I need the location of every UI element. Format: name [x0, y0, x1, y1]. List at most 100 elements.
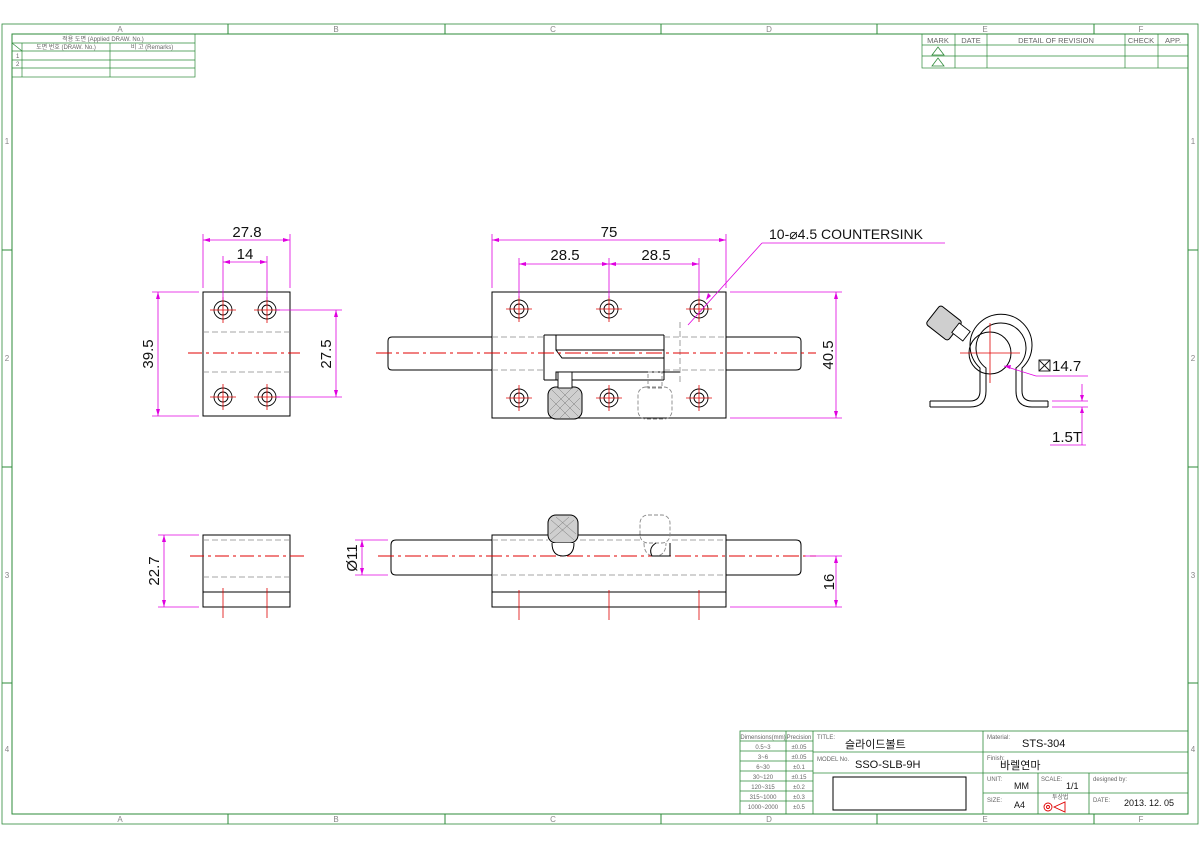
dim-end-hole-pitch: 14	[237, 246, 254, 263]
bottom-end-view: 22.7	[146, 534, 306, 618]
tolerance-value: ±0.5	[793, 805, 805, 811]
designed-by-label: designed by:	[1093, 777, 1127, 783]
zone-col-d: D	[766, 25, 772, 34]
applied-table-row-2: 2	[16, 62, 20, 68]
tolerance-value: ±0.1	[793, 765, 805, 771]
model-number: SSO-SLB-9H	[855, 759, 920, 771]
zone-col-f: F	[1139, 25, 1144, 34]
projection-symbol-icon	[1043, 801, 1066, 813]
finish-value: 바렐연마	[1000, 759, 1040, 772]
tolerance-range: 120~315	[751, 785, 775, 791]
zone-row-4-right: 4	[1191, 745, 1196, 754]
dim-end-width: 27.8	[232, 224, 261, 241]
tolerance-value: ±0.05	[792, 745, 808, 751]
zone-col-e-bottom: E	[982, 815, 987, 824]
side-view: 14.7 1.5T	[926, 305, 1088, 446]
zone-row-2: 2	[5, 354, 10, 363]
title-block: Dimensions(mm) Precision 0.5~3 ±0.05 3~6…	[739, 730, 1189, 815]
end-view-dimension-lines	[152, 234, 342, 417]
zone-row-1: 1	[5, 137, 10, 146]
zone-col-d-bottom: D	[766, 815, 772, 824]
scale-label: SCALE:	[1041, 777, 1063, 783]
projection-label: 투상법	[1052, 793, 1069, 801]
tolerance-value: ±0.3	[793, 795, 805, 801]
tolerance-value: ±0.05	[792, 755, 808, 761]
zone-row-3-right: 3	[1191, 571, 1196, 580]
zone-col-a: A	[117, 25, 123, 34]
tolerance-header-precision: Precision	[787, 735, 812, 741]
date-label: DATE:	[1093, 798, 1111, 804]
front-view-arrowheads	[492, 238, 838, 418]
tolerance-range: 315~1000	[750, 795, 778, 801]
dim-bottom-height: 22.7	[146, 556, 163, 585]
zone-row-3: 3	[5, 571, 10, 580]
dim-knob-square: 14.7	[1052, 358, 1081, 375]
bottom-front-knob	[547, 514, 579, 557]
dim-bottom-right: 16	[821, 574, 838, 591]
dim-length: 75	[601, 224, 618, 241]
zone-row-2-right: 2	[1191, 354, 1196, 363]
unit-value: MM	[1014, 781, 1029, 791]
scale-value: 1/1	[1066, 781, 1079, 791]
drawing-title: 슬라이드볼트	[845, 738, 906, 751]
zone-col-b: B	[333, 25, 338, 34]
revision-table: MARK DATE DETAIL OF REVISION CHECK APP.	[921, 33, 1189, 69]
zone-row-4: 4	[5, 745, 10, 754]
applied-drawing-table: 적용 도면 (Applied DRAW. No.) 도면 번호 (DRAW. N…	[11, 33, 196, 78]
front-view-knob-phantom	[637, 371, 673, 420]
bottom-end-dimension-lines	[158, 534, 199, 608]
dim-height-front: 40.5	[820, 340, 837, 369]
finish-label: Finish:	[987, 756, 1005, 762]
dim-end-hole-vertical: 27.5	[318, 339, 335, 368]
zone-col-a-bottom: A	[117, 815, 123, 824]
side-view-knob	[926, 305, 971, 342]
title-label: TITLE:	[817, 735, 835, 741]
unit-label: UNIT:	[987, 777, 1002, 783]
end-view-arrowheads	[156, 238, 338, 416]
dim-pitch-right: 28.5	[641, 247, 670, 264]
end-view: 27.8 14 39.5 27.5	[140, 224, 342, 417]
side-view-arrowheads	[1004, 365, 1084, 413]
zone-col-f-bottom: F	[1139, 815, 1144, 824]
tolerance-range: 0.5~3	[755, 745, 771, 751]
revision-header-detail: DETAIL OF REVISION	[1018, 36, 1094, 45]
front-view: 75 28.5 28.5 10-⌀4.5 COUNTERSINK 40.5	[376, 224, 945, 420]
dim-pitch-left: 28.5	[550, 247, 579, 264]
bottom-front-arrowheads	[360, 540, 838, 607]
countersink-note: 10-⌀4.5 COUNTERSINK	[769, 226, 924, 242]
zone-col-c: C	[550, 25, 556, 34]
tolerance-range: 3~6	[758, 755, 769, 761]
size-value: A4	[1014, 800, 1025, 810]
model-label: MODEL No.	[817, 757, 849, 763]
applied-table-row-1: 1	[16, 54, 20, 60]
revision-triangle-icon	[931, 46, 945, 67]
tolerance-range: 30~120	[753, 775, 774, 781]
revision-header-app: APP.	[1165, 36, 1181, 45]
tolerance-range: 6~30	[756, 765, 770, 771]
tolerance-range: 1000~2000	[748, 805, 779, 811]
zone-col-b-bottom: B	[333, 815, 338, 824]
sheet-border	[1, 23, 1199, 825]
date-value: 2013. 12. 05	[1124, 798, 1174, 808]
bottom-end-arrowheads	[162, 535, 166, 607]
zone-col-e: E	[982, 25, 987, 34]
front-view-dimension-lines	[491, 234, 945, 419]
revision-header-mark: MARK	[927, 36, 949, 45]
zone-col-c-bottom: C	[550, 815, 556, 824]
tolerance-table: 0.5~3 ±0.05 3~6 ±0.05 6~30 ±0.1 30~120 ±…	[748, 745, 807, 811]
dim-end-height: 39.5	[140, 339, 157, 368]
material-label: Material:	[987, 735, 1010, 741]
revision-header-date: DATE	[961, 36, 980, 45]
bottom-front-dimension-lines	[355, 539, 842, 608]
dim-thickness: 1.5T	[1052, 429, 1082, 446]
zone-labels: A B C D E F A B C D E F 1 2 3 4 1 2 3 4	[5, 25, 1196, 824]
applied-table-col-draw: 도면 번호 (DRAW. No.)	[36, 43, 96, 51]
applied-table-col-remarks: 비 고 (Remarks)	[131, 43, 173, 51]
size-label: SIZE:	[987, 798, 1002, 804]
bottom-front-view: Ø11 16	[344, 514, 842, 620]
applied-table-title: 적용 도면 (Applied DRAW. No.)	[62, 35, 144, 43]
front-view-knob	[547, 371, 583, 420]
material-value: STS-304	[1022, 738, 1065, 750]
tolerance-header-dimensions: Dimensions(mm)	[740, 735, 785, 741]
tolerance-value: ±0.2	[793, 785, 805, 791]
